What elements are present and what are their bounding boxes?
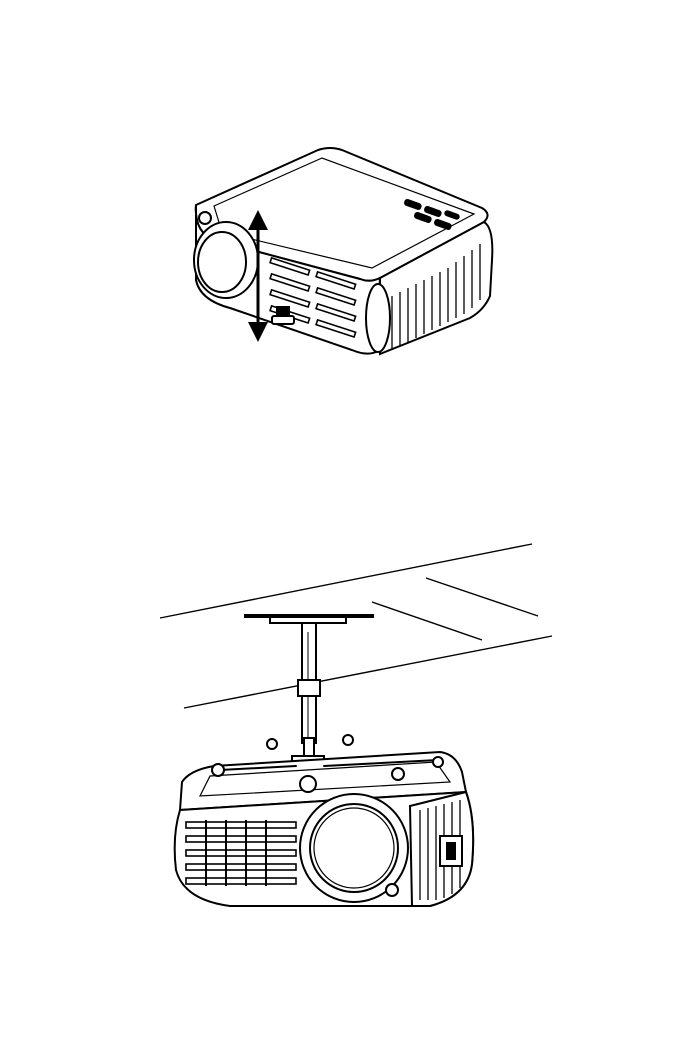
ir-sensor-icon xyxy=(386,884,398,896)
ceiling-mount-illustration xyxy=(0,520,694,940)
ceiling-lines xyxy=(160,544,552,708)
ir-sensor-icon xyxy=(199,212,211,224)
height-adjust-illustration xyxy=(0,0,694,420)
ceiling-mount-figure xyxy=(0,520,694,940)
side-grille xyxy=(410,792,473,906)
height-adjust-figure xyxy=(0,0,694,420)
projector-lens xyxy=(300,794,408,902)
ceiling-mount-bracket xyxy=(244,614,374,776)
